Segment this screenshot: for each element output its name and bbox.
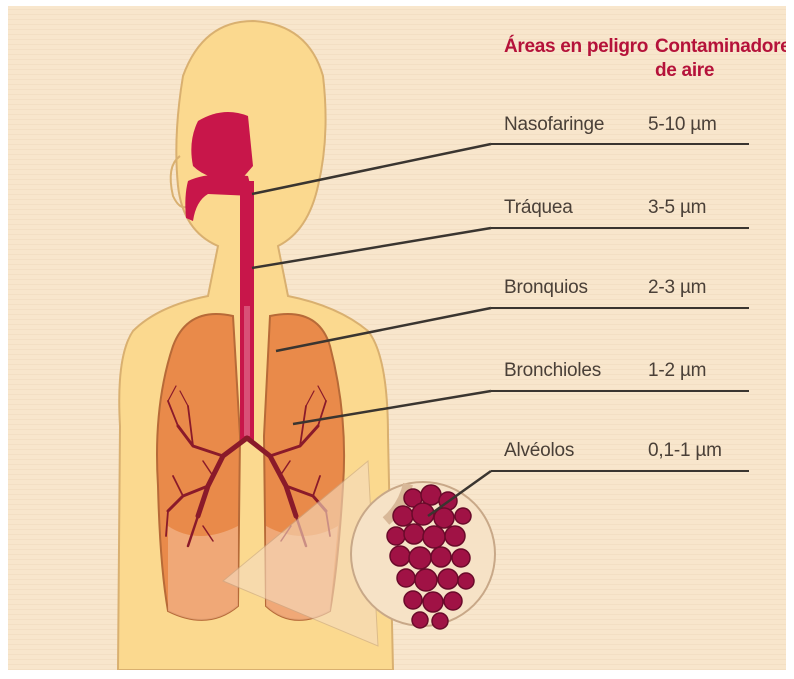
header-areas: Áreas en peligro	[504, 36, 648, 58]
size-value: 2-3 µm	[648, 277, 706, 299]
area-label: Bronquios	[504, 277, 588, 299]
size-value: 5-10 µm	[648, 114, 717, 136]
area-label: Tráquea	[504, 197, 573, 219]
size-value: 1-2 µm	[648, 360, 706, 382]
header-pollutants-line1: Contaminadores	[655, 36, 786, 58]
row-underline	[491, 143, 749, 145]
row-underline	[491, 227, 749, 229]
area-label: Bronchioles	[504, 360, 601, 382]
row-underline	[491, 470, 749, 472]
area-label: Alvéolos	[504, 440, 574, 462]
left-lung-lobe	[168, 526, 238, 620]
size-value: 0,1-1 µm	[648, 440, 722, 462]
row-underline	[491, 307, 749, 309]
header-pollutants-line2: de aire	[655, 60, 714, 82]
row-underline	[491, 390, 749, 392]
trachea-highlight	[244, 306, 250, 436]
nasal-cavity	[191, 112, 253, 181]
respiratory-diagram: Áreas en peligro Contaminadores de aire …	[8, 6, 786, 670]
anatomy-illustration	[8, 6, 786, 670]
size-value: 3-5 µm	[648, 197, 706, 219]
area-label: Nasofaringe	[504, 114, 604, 136]
